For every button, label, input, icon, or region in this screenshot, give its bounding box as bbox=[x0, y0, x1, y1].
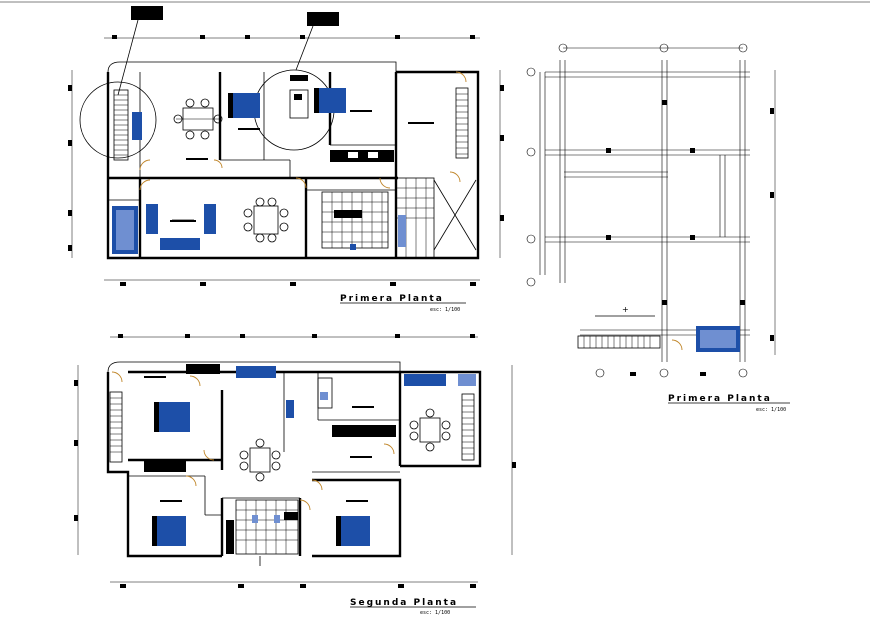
staircase bbox=[461, 393, 475, 461]
grid-axis-bubble bbox=[659, 368, 669, 378]
dining-table bbox=[243, 197, 289, 243]
dining-table bbox=[173, 98, 223, 140]
detail-callout-circle bbox=[79, 81, 157, 159]
plan-scale: esc: 1/100 bbox=[756, 407, 786, 413]
bed bbox=[340, 516, 370, 546]
grid-axis-bubble bbox=[526, 234, 536, 244]
first-floor-plan: Primera Planta esc: 1/100 bbox=[68, 6, 504, 313]
plan-title: Primera Planta bbox=[340, 294, 444, 304]
sofa bbox=[146, 204, 158, 234]
second-floor-plan: Segunda Planta esc: 1/100 bbox=[74, 334, 516, 616]
dining-table bbox=[239, 438, 281, 482]
plan-title: Primera Planta bbox=[668, 394, 772, 404]
staircase bbox=[455, 87, 469, 159]
structural-plan: + Primera Planta esc: 1/100 bbox=[526, 43, 790, 413]
staircase bbox=[113, 89, 142, 161]
wardrobe bbox=[186, 364, 220, 374]
staircase bbox=[109, 391, 123, 463]
dimension-lines bbox=[74, 334, 516, 588]
walls bbox=[106, 361, 482, 566]
staircase bbox=[577, 315, 661, 349]
detail-tag bbox=[307, 12, 339, 26]
bed bbox=[232, 93, 260, 118]
walls bbox=[106, 61, 480, 260]
kitchen-counter bbox=[330, 150, 394, 162]
plan-scale: esc: 1/100 bbox=[420, 610, 450, 616]
wardrobe bbox=[332, 425, 396, 437]
bathroom bbox=[317, 377, 333, 409]
sofa bbox=[404, 374, 446, 386]
beams bbox=[539, 60, 750, 362]
grid-axis-bubble bbox=[595, 368, 605, 378]
dimension-lines bbox=[68, 35, 504, 286]
detail-tag bbox=[131, 6, 163, 20]
tiled-floor bbox=[235, 499, 299, 555]
bed bbox=[318, 88, 346, 113]
grid-axis-bubble bbox=[526, 277, 536, 287]
grid-axis-bubble bbox=[526, 67, 536, 77]
dining-table bbox=[409, 408, 451, 452]
sofa bbox=[160, 238, 200, 250]
grid-axis-bubble bbox=[526, 147, 536, 157]
north-mark: + bbox=[622, 305, 629, 314]
bed bbox=[156, 516, 186, 546]
bed bbox=[158, 402, 190, 432]
sofa bbox=[204, 204, 216, 234]
tiled-floor bbox=[321, 177, 477, 259]
sofa bbox=[236, 366, 276, 378]
bathroom bbox=[289, 89, 309, 119]
plan-scale: esc: 1/100 bbox=[430, 307, 460, 313]
grid-axis-bubble bbox=[738, 368, 748, 378]
plan-title: Segunda Planta bbox=[350, 598, 458, 608]
wardrobe bbox=[144, 460, 186, 472]
